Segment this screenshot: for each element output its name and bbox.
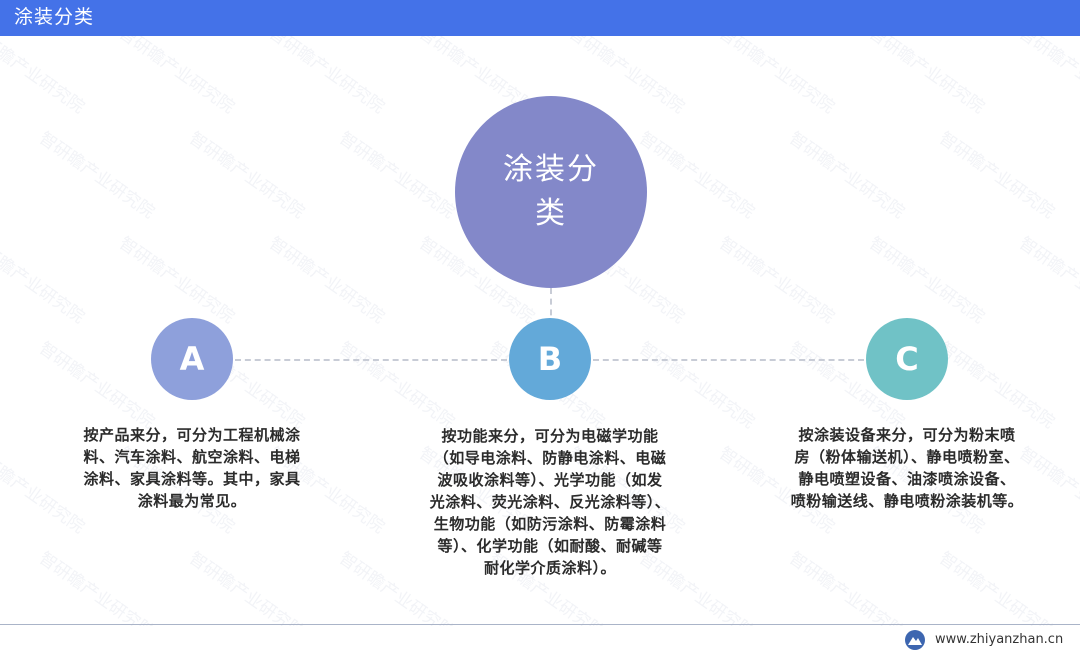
footer-url: www.zhiyanzhan.cn xyxy=(935,632,1064,647)
category-b-badge: B xyxy=(509,318,591,400)
watermark-text: 智研瞻产业研究院 xyxy=(635,128,759,223)
center-topic-label: 涂装分类 xyxy=(503,152,599,231)
description-line: （如导电涂料、防静电涂料、电磁 xyxy=(433,449,667,467)
category-c-description: 按涂装设备来分，可分为粉末喷 房（粉体输送机）、静电喷粉室、 静电喷塑设备、油漆… xyxy=(748,424,1066,512)
watermark-text: 智研瞻产业研究院 xyxy=(635,338,759,433)
header-bar: 涂装分类 xyxy=(0,0,1080,36)
watermark-text: 智研瞻产业研究院 xyxy=(35,548,159,626)
description-line: 波吸收涂料等）、光学功能（如发 xyxy=(437,471,663,489)
category-a-letter: A xyxy=(179,340,205,378)
watermark-text: 智研瞻产业研究院 xyxy=(265,36,389,118)
watermark-text: 智研瞻产业研究院 xyxy=(335,338,459,433)
footer-divider xyxy=(0,624,1080,625)
watermark-text: 智研瞻产业研究院 xyxy=(935,548,1059,626)
watermark-text: 智研瞻产业研究院 xyxy=(185,128,309,223)
description-line: 料、汽车涂料、航空涂料、电梯 xyxy=(83,448,301,466)
center-connector-line xyxy=(550,288,552,326)
watermark-text: 智研瞻产业研究院 xyxy=(35,128,159,223)
description-line: 光涂料、荧光涂料、反光涂料等）、 xyxy=(429,493,671,511)
description-line: 静电喷塑设备、油漆喷涂设备、 xyxy=(798,470,1016,488)
center-topic-circle: 涂装分类 xyxy=(455,96,647,288)
watermark-text: 智研瞻产业研究院 xyxy=(0,233,89,328)
watermark-text: 智研瞻产业研究院 xyxy=(115,36,239,118)
connector-line-a-b xyxy=(235,359,507,361)
description-line: 房（粉体输送机）、静电喷粉室、 xyxy=(794,448,1020,466)
watermark-text: 智研瞻产业研究院 xyxy=(1015,36,1080,118)
category-b-letter: B xyxy=(537,340,563,378)
description-line: 涂料最为常见。 xyxy=(137,492,247,510)
watermark-text: 智研瞻产业研究院 xyxy=(865,233,989,328)
description-line: 按产品来分，可分为工程机械涂 xyxy=(83,426,301,444)
watermark-text: 智研瞻产业研究院 xyxy=(715,233,839,328)
watermark-text: 智研瞻产业研究院 xyxy=(865,36,989,118)
mountain-logo-icon xyxy=(905,630,925,650)
category-b-description: 按功能来分，可分为电磁学功能 （如导电涂料、防静电涂料、电磁 波吸收涂料等）、光… xyxy=(405,425,695,579)
watermark-text: 智研瞻产业研究院 xyxy=(115,233,239,328)
watermark-text: 智研瞻产业研究院 xyxy=(935,338,1059,433)
watermark-text: 智研瞻产业研究院 xyxy=(1015,233,1080,328)
category-a-description: 按产品来分，可分为工程机械涂 料、汽车涂料、航空涂料、电梯 涂料、家具涂料等。其… xyxy=(48,424,336,512)
page-title: 涂装分类 xyxy=(14,6,95,28)
watermark-text: 智研瞻产业研究院 xyxy=(335,128,459,223)
watermark-text: 智研瞻产业研究院 xyxy=(715,36,839,118)
watermark-text: 智研瞻产业研究院 xyxy=(185,548,309,626)
description-line: 等）、化学功能（如耐酸、耐碱等 xyxy=(437,537,663,555)
watermark-text: 智研瞻产业研究院 xyxy=(0,36,89,118)
watermark-text: 智研瞻产业研究院 xyxy=(935,128,1059,223)
description-line: 喷粉输送线、静电喷粉涂装机等。 xyxy=(790,492,1024,510)
connector-line-b-c xyxy=(593,359,864,361)
description-line: 按功能来分，可分为电磁学功能 xyxy=(441,427,659,445)
watermark-text: 智研瞻产业研究院 xyxy=(35,338,159,433)
description-line: 生物功能（如防污涂料、防霉涂料 xyxy=(433,515,667,533)
description-line: 按涂装设备来分，可分为粉末喷 xyxy=(798,426,1016,444)
description-line: 涂料、家具涂料等。其中，家具 xyxy=(83,470,301,488)
category-c-badge: C xyxy=(866,318,948,400)
description-line: 耐化学介质涂料）。 xyxy=(483,559,616,577)
category-c-letter: C xyxy=(895,340,919,378)
watermark-text: 智研瞻产业研究院 xyxy=(785,128,909,223)
watermark-text: 智研瞻产业研究院 xyxy=(785,548,909,626)
watermark-text: 智研瞻产业研究院 xyxy=(265,233,389,328)
category-a-badge: A xyxy=(151,318,233,400)
